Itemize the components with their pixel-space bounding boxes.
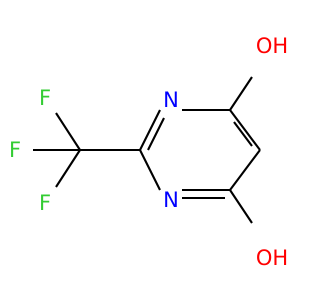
bond-c4-c5 [229, 109, 261, 151]
bond-c4-c5-inner [233, 121, 253, 147]
bond-c4-oh [229, 76, 253, 111]
atom-label-n-bottom: N [163, 188, 179, 212]
atom-label-oh-top: OH [256, 34, 288, 58]
bond-cf3-f-bottom [55, 149, 81, 188]
atom-label-n-top: N [163, 88, 179, 112]
molecule-diagram: OH OH N N F F F [9, 34, 288, 270]
bond-c5-c6 [229, 149, 261, 191]
bond-n1-c2 [139, 149, 161, 191]
bonds [33, 76, 261, 224]
atom-labels: OH OH N N F F F [9, 34, 288, 270]
atom-label-f-bottom: F [39, 191, 51, 215]
atom-label-oh-bottom: OH [256, 246, 288, 270]
bond-cf3-f-top [55, 112, 81, 151]
atom-label-f-top: F [39, 86, 51, 110]
structure-canvas: OH OH N N F F F [9, 34, 288, 270]
atom-label-f-middle: F [9, 138, 21, 162]
bond-c6-oh [229, 189, 253, 224]
bond-c2-n3 [139, 109, 161, 151]
bond-c2-n3-inner [147, 117, 165, 151]
